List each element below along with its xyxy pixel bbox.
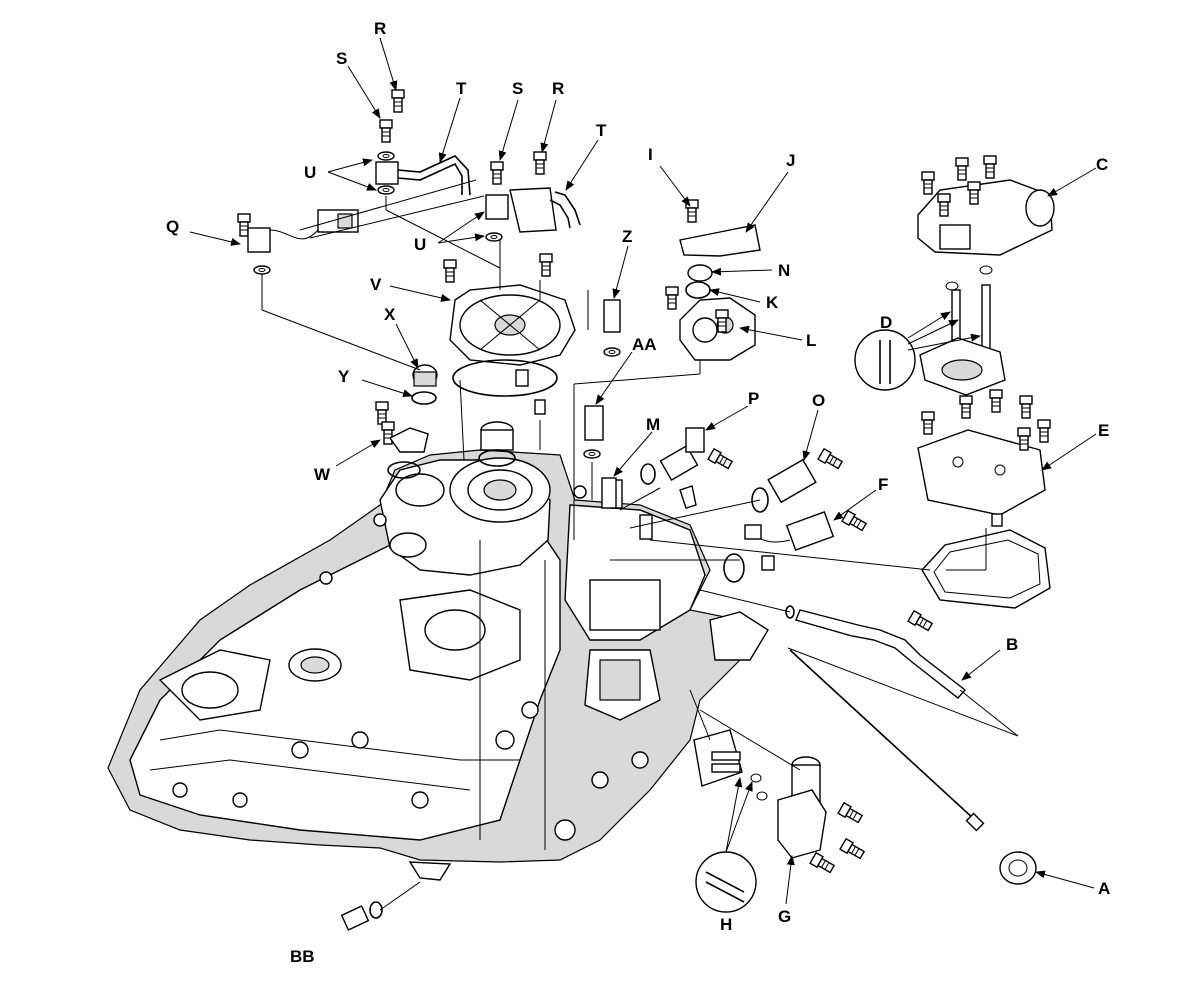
valve-body-c [917, 155, 1055, 256]
sensor-aa [583, 405, 604, 459]
label-h: H [720, 915, 732, 934]
label-u: U [304, 163, 316, 182]
label-q: Q [166, 217, 179, 236]
label-t: T [596, 121, 607, 140]
label-p: P [748, 389, 759, 408]
solenoid-o [751, 448, 844, 513]
label-a: A [1098, 879, 1110, 898]
label-e: E [1098, 421, 1109, 440]
transmission-case [107, 449, 769, 881]
pipe-m [601, 477, 617, 509]
label-b: B [1006, 635, 1018, 654]
label-k: K [766, 293, 779, 312]
label-w: W [314, 465, 331, 484]
callout-labels: R S T S R T U U Q V X Y W Z AA M I J N K… [166, 19, 1110, 966]
label-f: F [878, 475, 888, 494]
solenoid-f [723, 510, 868, 583]
label-x: X [384, 305, 396, 324]
label-r: R [374, 19, 386, 38]
plate-h [693, 729, 768, 913]
label-g: G [778, 907, 791, 926]
label-z: Z [622, 227, 632, 246]
valve-assembly-l [665, 199, 761, 361]
sensor-q [237, 209, 359, 275]
cover-v [443, 253, 576, 415]
label-aa: AA [632, 335, 657, 354]
solenoid-g [777, 756, 866, 875]
label-u: U [414, 235, 426, 254]
label-j: J [786, 151, 795, 170]
plug-bb [340, 901, 383, 931]
label-c: C [1096, 155, 1108, 174]
label-i: I [648, 145, 653, 164]
plate-d [854, 265, 1006, 396]
leader-lines [189, 37, 1097, 911]
dipstick-tube-b [785, 605, 967, 699]
label-s: S [512, 79, 523, 98]
shaft-seal [478, 421, 516, 467]
label-l: L [806, 331, 816, 350]
label-s: S [336, 49, 347, 68]
label-m: M [646, 415, 660, 434]
label-t: T [456, 79, 467, 98]
label-n: N [778, 261, 790, 280]
label-o: O [812, 391, 825, 410]
plate-e [917, 389, 1051, 527]
label-v: V [370, 275, 382, 294]
bracket-w [375, 401, 429, 479]
label-d: D [880, 313, 892, 332]
sensor-z [603, 299, 621, 357]
oil-cooler-lines [375, 89, 581, 242]
label-y: Y [338, 367, 350, 386]
label-r: R [552, 79, 564, 98]
solenoid-p [640, 427, 734, 509]
plug-x-y [411, 364, 438, 405]
dipstick-a [789, 649, 1037, 885]
label-bb: BB [290, 947, 315, 966]
